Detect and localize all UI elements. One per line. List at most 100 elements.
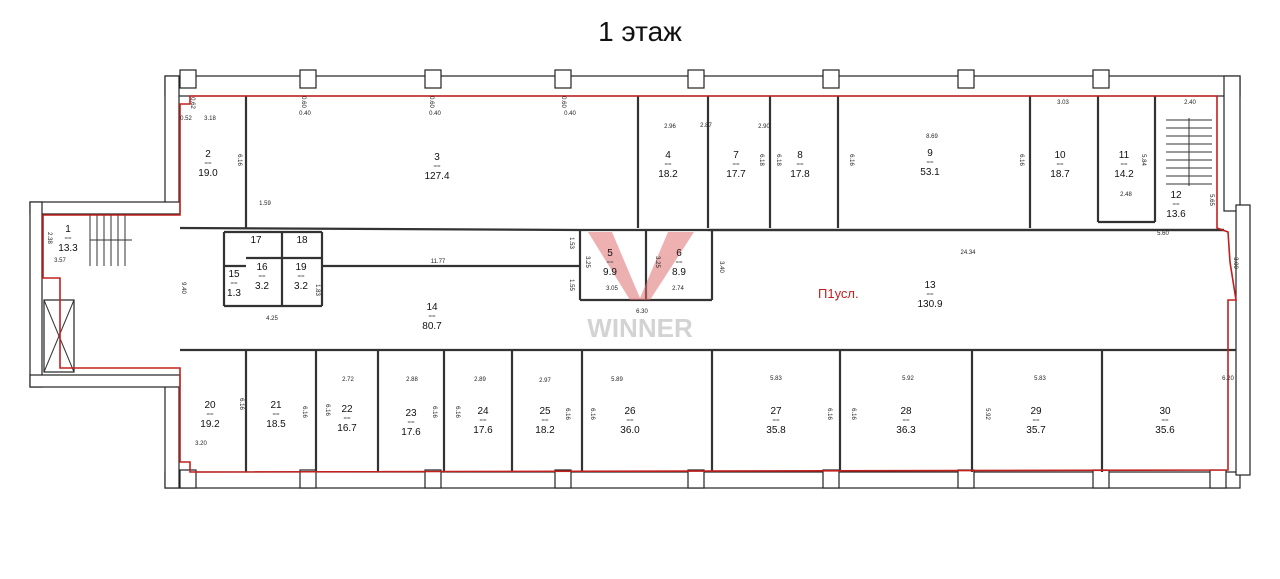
dimension-label: 6.16 [301,406,307,418]
room-10[interactable]: 10==18.7 [1050,150,1070,180]
room-number: 26 [624,406,636,417]
room-22[interactable]: 22==16.7 [337,404,357,434]
dimension-label: 6.16 [826,408,832,420]
column [1092,69,1110,89]
dimension-label: 5.65 [1208,194,1214,206]
dimension-label: 6.20 [1222,376,1234,382]
room-28[interactable]: 28==36.3 [896,406,916,436]
room-26[interactable]: 26==36.0 [620,406,640,436]
room-area: 13.3 [58,243,78,254]
partitions [179,96,1236,472]
room-9[interactable]: 9==53.1 [920,148,940,178]
elevator-cross [43,299,75,373]
room-16[interactable]: 16==3.2 [255,262,269,292]
dimension-label: 2.97 [539,378,551,384]
dimension-label: 2.88 [406,377,418,383]
room-number: 16 [256,262,268,273]
room-number: 8 [797,150,803,161]
room-area: 35.6 [1155,425,1175,436]
dimension-label: 5.89 [611,377,623,383]
room-number: 21 [270,400,282,411]
room-number: 1 [65,224,71,235]
room-18[interactable]: 18 [296,235,308,246]
dimension-label: 5.84 [1140,154,1146,166]
room-15[interactable]: 15==1.3 [227,269,241,299]
dimension-label: 3.00 [1232,257,1238,269]
watermark-logo: WINNER [587,232,694,343]
column [957,469,975,489]
dimension-label: 6.16 [236,154,242,166]
room-number: 18 [296,235,308,246]
west-wall-lower [164,384,180,489]
room-number: 10 [1054,150,1066,161]
room-27[interactable]: 27==35.8 [766,406,786,436]
column [822,69,840,89]
room-12[interactable]: 12==13.6 [1166,190,1186,220]
room-7[interactable]: 7==17.7 [726,150,746,180]
room-19[interactable]: 19==3.2 [294,262,308,292]
room-2[interactable]: 2==19.0 [198,149,218,179]
dimension-label: 2.38 [46,232,52,244]
room-30[interactable]: 30==35.6 [1155,406,1175,436]
room-8[interactable]: 8==17.8 [790,150,810,180]
dimension-label: 3.18 [204,116,216,122]
east-wall-lower [1235,204,1251,476]
room-number: 3 [434,152,440,163]
dimension-label: 3.25 [584,256,590,268]
room-area: 17.6 [473,425,493,436]
room-area: 53.1 [920,167,940,178]
separator: == [343,416,351,422]
room-13[interactable]: 13==130.9 [917,280,942,310]
separator: == [1032,418,1040,424]
dimension-label: 5.83 [770,376,782,382]
dimension-label: 6.16 [324,404,330,416]
dimension-label: 2.90 [758,124,770,130]
separator: == [796,162,804,168]
room-number: 12 [1170,190,1182,201]
room-area: 35.7 [1026,425,1046,436]
room-area: 14.2 [1114,169,1134,180]
column [299,469,317,489]
room-14[interactable]: 14==80.7 [422,302,442,332]
dimension-label: 2.74 [672,286,684,292]
dimension-label: 2.72 [342,377,354,383]
dimension-label: 8.69 [926,134,938,140]
room-area: 13.6 [1166,209,1186,220]
room-area: 17.8 [790,169,810,180]
column [299,69,317,89]
dimension-label: 0.62 [189,97,195,109]
room-4[interactable]: 4==18.2 [658,150,678,180]
separator: == [297,274,305,280]
premise-label: П1усл. [818,286,859,301]
watermark-mark [588,232,694,300]
room-25[interactable]: 25==18.2 [535,406,555,436]
room-number: 27 [770,406,782,417]
room-11[interactable]: 11==14.2 [1114,150,1134,180]
room-area: 130.9 [917,299,942,310]
dimension-label: 1.55 [568,279,574,291]
room-number: 28 [900,406,912,417]
room-number: 2 [205,149,211,160]
room-3[interactable]: 3==127.4 [424,152,449,182]
room-number: 9 [927,148,933,159]
dimension-label: 0.60 [428,96,434,108]
room-17[interactable]: 17 [250,235,262,246]
room-6[interactable]: 6==8.9 [672,248,686,278]
room-20[interactable]: 20==19.2 [200,400,220,430]
room-5[interactable]: 5==9.9 [603,248,617,278]
dimension-label: 0.60 [300,96,306,108]
room-24[interactable]: 24==17.6 [473,406,493,436]
column [424,69,442,89]
room-number: 23 [405,408,417,419]
room-number: 22 [341,404,353,415]
dimension-label: 6.18 [775,154,781,166]
room-area: 35.8 [766,425,786,436]
room-21[interactable]: 21==18.5 [266,400,286,430]
separator: == [230,281,238,287]
room-29[interactable]: 29==35.7 [1026,406,1046,436]
room-23[interactable]: 23==17.6 [401,408,421,438]
room-area: 17.7 [726,169,746,180]
dimension-label: 9.40 [180,282,186,294]
room-1[interactable]: 1==13.3 [58,224,78,254]
